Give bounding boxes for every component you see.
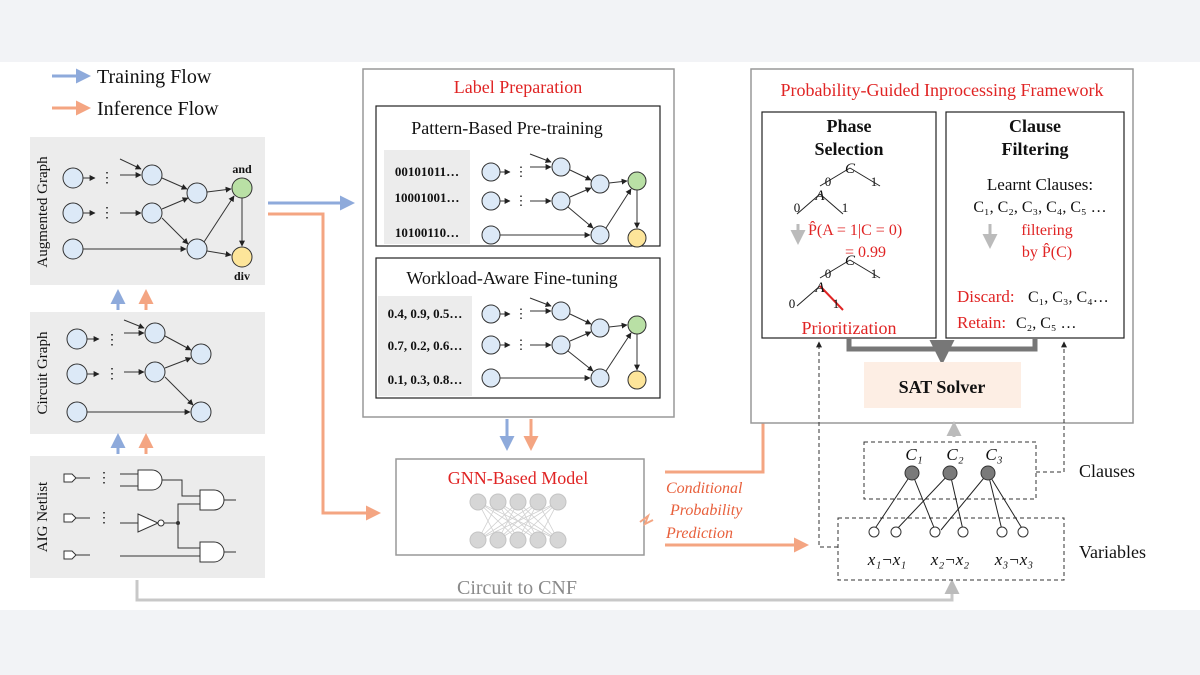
framework-panel: Probability-Guided Inprocessing Framewor… (750, 68, 1134, 424)
legend-inference: Inference Flow (97, 98, 219, 120)
phase-probability-value: = 0.99 (845, 244, 886, 261)
pretraining-row: 10001001… (395, 190, 460, 205)
diagram-canvas: Training Flow Inference Flow Augmented G… (0, 62, 1200, 610)
framework-title: Probability-Guided Inprocessing Framewor… (781, 80, 1104, 100)
svg-text:⋮: ⋮ (105, 367, 119, 382)
tree2-edge-1: 1 (871, 266, 878, 281)
legend-training: Training Flow (97, 66, 212, 88)
clauses-label: Clauses (1079, 461, 1135, 481)
prediction-line3: Prediction (665, 525, 733, 542)
retain-label: Retain: (957, 313, 1006, 332)
circuit-graph-label: Circuit Graph (35, 331, 51, 414)
tree1-edge-0: 0 (825, 174, 832, 189)
variable-node: x₁¬x₁ (867, 550, 906, 569)
label-preparation-title: Label Preparation (454, 77, 582, 97)
svg-text:⋮: ⋮ (515, 306, 528, 321)
cnf-graph: C₁ C₂ C₃ x₁¬x₁ x₂¬x₂ x₃¬x₃ Clauses Varia… (816, 341, 1146, 581)
clause-filtering-box (945, 111, 1125, 339)
pretraining-row: 10100110… (395, 225, 459, 240)
prioritized-edge (819, 285, 844, 311)
finetuning-row: 0.4, 0.9, 0.5… (388, 306, 463, 321)
svg-text:⋮: ⋮ (105, 333, 119, 348)
clause-node: C₁ (905, 445, 922, 464)
tree1-node-a: A (814, 188, 825, 204)
lightning-icon (639, 513, 654, 527)
learnt-clauses-list: C₁, C₂, C₃, C₄, C₅ … (973, 199, 1106, 216)
svg-text:⋮: ⋮ (97, 511, 111, 526)
prioritization-label: Prioritization (802, 318, 897, 338)
filter-title-2: Filtering (1002, 139, 1069, 159)
finetuning-row: 0.7, 0.2, 0.6… (388, 338, 463, 353)
tree2-node-c: C (845, 253, 856, 269)
tree1-edge-1: 1 (871, 174, 878, 189)
augmented-graph-panel: Augmented Graph ⋮ ⋮ and div (30, 137, 265, 285)
gnn-model-box: GNN-Based Model (395, 458, 645, 556)
sat-solver-label: SAT Solver (899, 377, 986, 397)
tree1-node-c: C (845, 161, 856, 177)
retain-list: C₂, C₅ … (1016, 315, 1077, 332)
circuit-to-cnf-label: Circuit to CNF (457, 577, 577, 599)
label-preparation-panel: Label Preparation Pattern-Based Pre-trai… (362, 68, 675, 418)
diagram-svg: Training Flow Inference Flow Augmented G… (30, 66, 1146, 602)
tree1-edge-1b: 1 (842, 200, 849, 215)
circuit-graph-panel: Circuit Graph ⋮ ⋮ (30, 312, 265, 434)
phase-title-1: Phase (827, 116, 872, 136)
filtering-label: filtering (1021, 222, 1073, 239)
svg-text:⋮: ⋮ (100, 171, 114, 186)
tree2-edge-0: 0 (825, 266, 832, 281)
pretraining-row: 00101011… (395, 164, 459, 179)
prediction-line1: Conditional (666, 480, 743, 497)
sat-solver-box (864, 362, 1021, 408)
finetuning-title: Workload-Aware Fine-tuning (406, 268, 617, 288)
and-label: and (232, 162, 252, 176)
clauses-feedback-line (1036, 341, 1067, 473)
phase-selection-box (761, 111, 937, 339)
svg-text:⋮: ⋮ (100, 206, 114, 221)
svg-text:⋮: ⋮ (515, 164, 528, 179)
filter-title-1: Clause (1009, 116, 1061, 136)
discard-label: Discard: (957, 287, 1015, 306)
variable-node: x₃¬x₃ (994, 550, 1033, 569)
prediction-line2: Probability (669, 502, 743, 519)
filtering-by-label: by P̂(C) (1022, 242, 1072, 261)
aig-netlist-panel: AIG Netlist (30, 456, 265, 578)
tree2-edge-1b: 1 (833, 296, 840, 311)
clause-node: C₃ (985, 445, 1002, 464)
clause-node: C₂ (946, 445, 963, 464)
tree2-edge-0b: 0 (789, 296, 796, 311)
finetuning-row: 0.1, 0.3, 0.8… (388, 372, 463, 387)
model-title: GNN-Based Model (448, 468, 588, 488)
augmented-graph-label: Augmented Graph (35, 156, 51, 268)
pretraining-title: Pattern-Based Pre-training (411, 118, 602, 138)
variables-label: Variables (1079, 542, 1146, 562)
svg-text:⋮: ⋮ (97, 471, 111, 486)
variable-node: x₂¬x₂ (930, 550, 969, 569)
discard-list: C₁, C₃, C₄… (1028, 289, 1109, 306)
tree2-node-a: A (814, 280, 825, 296)
phase-probability: P̂(A = 1|C = 0) (808, 220, 902, 239)
inference-arrow-to-model (268, 212, 381, 521)
clauses-box (863, 441, 1037, 500)
div-label: div (234, 269, 250, 283)
svg-text:⋮: ⋮ (515, 337, 528, 352)
aig-netlist-label: AIG Netlist (35, 481, 51, 552)
circuit-to-cnf-arrow (135, 579, 960, 602)
phase-title-2: Selection (815, 139, 884, 159)
variables-feedback-line (816, 341, 838, 548)
legend: Training Flow Inference Flow (52, 66, 219, 120)
learnt-clauses-label: Learnt Clauses: (987, 175, 1093, 194)
svg-text:⋮: ⋮ (515, 193, 528, 208)
tree1-edge-0b: 0 (794, 200, 801, 215)
